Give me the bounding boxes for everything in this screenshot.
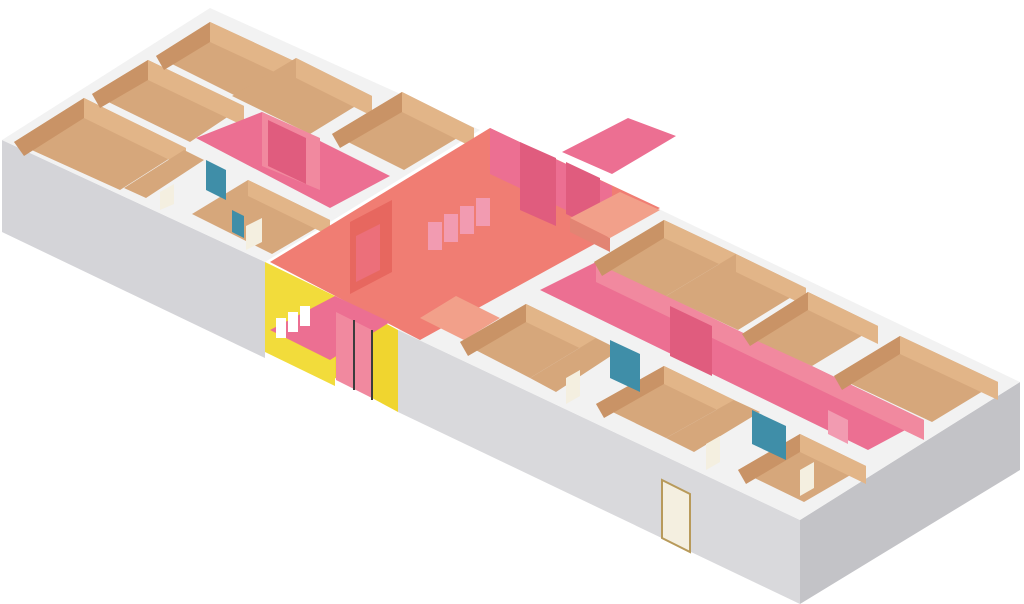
upper-wing-rooms xyxy=(14,22,474,254)
left-wing-front-wall xyxy=(2,140,265,358)
room-e-side-wall xyxy=(402,92,474,148)
lobby-glass-1 xyxy=(520,142,556,226)
lobby-chair xyxy=(460,206,474,234)
room-c-back-wall xyxy=(156,22,210,70)
room-j-back-wall xyxy=(596,366,664,418)
room-e-back-wall xyxy=(332,92,402,148)
room-o-side-wall xyxy=(808,292,878,344)
exterior-walkway xyxy=(562,118,676,174)
room-h-back-wall xyxy=(460,304,526,356)
room-g-door xyxy=(246,218,262,250)
upper-corridor-glass xyxy=(268,120,306,184)
room-b-back-wall xyxy=(92,60,148,108)
room-n-side-wall xyxy=(736,254,806,306)
room-o-back-wall xyxy=(742,292,808,346)
lower-wing-rooms xyxy=(460,220,998,502)
upper-glass-door-1 xyxy=(206,160,226,200)
exterior-door-frame xyxy=(661,478,691,554)
lower-corridor-glass xyxy=(670,306,712,376)
room-l-side-wall xyxy=(800,434,866,484)
lobby-chair xyxy=(444,214,458,242)
upper-glass-door-2 xyxy=(232,210,244,238)
room-k-floor xyxy=(666,400,760,452)
room-l-door xyxy=(800,462,814,496)
lower-corridor-floor xyxy=(540,262,924,450)
lower-corridor-door xyxy=(828,410,848,444)
room-k-door xyxy=(706,436,720,470)
room-d-floor xyxy=(232,58,372,134)
room-g-side-wall xyxy=(248,180,330,236)
entrance-chair xyxy=(300,306,310,326)
exterior-door xyxy=(662,480,690,552)
room-g-floor xyxy=(192,180,330,254)
lower-corridor xyxy=(540,262,924,450)
room-m-side-wall xyxy=(664,220,736,272)
reception-desk xyxy=(570,192,660,238)
lower-glass-door-2 xyxy=(752,410,786,460)
room-h-side-wall xyxy=(526,304,596,356)
room-i-door xyxy=(566,370,580,404)
entrance-vestibule xyxy=(265,262,398,412)
room-p-side-wall xyxy=(900,336,998,400)
entrance-chair xyxy=(288,312,298,332)
lobby-chair xyxy=(476,198,490,226)
lobby-chair xyxy=(428,222,442,250)
lobby-counter xyxy=(420,296,500,340)
room-b-side-wall xyxy=(148,60,244,126)
upper-corridor xyxy=(196,112,390,208)
room-m-back-wall xyxy=(594,220,664,276)
right-wing-side-wall xyxy=(800,382,1020,604)
room-c-side-wall xyxy=(210,22,296,82)
right-wing-front-wall xyxy=(398,330,800,604)
room-a-back-wall xyxy=(14,98,84,156)
lower-corridor-wall xyxy=(596,262,924,440)
reception-desk-front xyxy=(570,218,610,252)
lobby-chairs xyxy=(428,198,490,250)
room-a-side-wall xyxy=(84,98,186,168)
room-f-floor xyxy=(124,150,204,198)
entrance-floor-pink xyxy=(270,296,390,360)
lower-glass-door-1 xyxy=(610,340,640,392)
room-d-side-wall xyxy=(296,58,372,116)
room-p-back-wall xyxy=(834,336,900,390)
lobby-door xyxy=(356,224,380,282)
room-f-door xyxy=(160,184,174,210)
entrance-chair xyxy=(276,318,286,338)
room-i-floor xyxy=(530,338,620,392)
room-j-side-wall xyxy=(664,366,734,418)
